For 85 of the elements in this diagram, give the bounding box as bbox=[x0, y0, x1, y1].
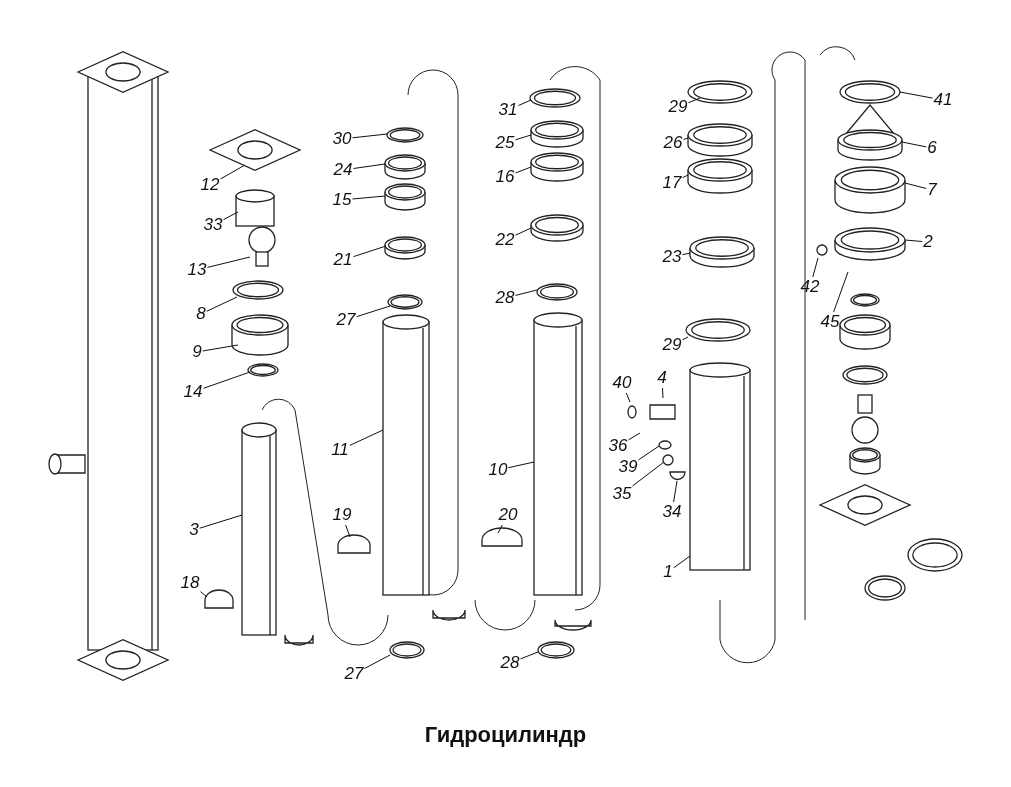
leader-line bbox=[899, 91, 933, 99]
leader-line bbox=[901, 141, 927, 148]
leader-line bbox=[673, 555, 691, 569]
callout-number: 28 bbox=[495, 289, 515, 307]
callout-number: 13 bbox=[187, 261, 207, 279]
callout-number: 23 bbox=[662, 248, 682, 266]
leader-line bbox=[625, 392, 631, 403]
callout-number: 39 bbox=[618, 458, 638, 476]
leader-line bbox=[518, 99, 532, 106]
leader-line bbox=[904, 182, 927, 189]
drawing-caption: Гидроцилиндр bbox=[423, 722, 588, 748]
leader-line bbox=[812, 257, 819, 278]
callout-number: 4 bbox=[657, 369, 667, 387]
callout-number: 12 bbox=[200, 176, 220, 194]
callout-number: 2 bbox=[923, 233, 933, 251]
leader-line bbox=[515, 166, 532, 174]
callout-number: 15 bbox=[332, 191, 352, 209]
leader-line bbox=[353, 163, 386, 169]
callout-number: 1 bbox=[663, 563, 673, 581]
leader-line bbox=[220, 164, 246, 180]
leader-line bbox=[497, 524, 503, 534]
leader-line bbox=[349, 429, 384, 446]
leader-line bbox=[688, 97, 701, 104]
callout-number: 11 bbox=[331, 441, 349, 459]
leader-line bbox=[508, 461, 535, 469]
callout-number: 27 bbox=[336, 311, 356, 329]
leader-line bbox=[345, 524, 351, 538]
callout-number: 31 bbox=[498, 101, 518, 119]
leader-line bbox=[203, 371, 251, 389]
callout-number: 22 bbox=[495, 231, 515, 249]
callout-number: 40 bbox=[612, 374, 632, 392]
leader-line bbox=[520, 651, 539, 660]
leader-line bbox=[206, 296, 238, 312]
callout-number: 18 bbox=[180, 574, 200, 592]
callout-number: 36 bbox=[608, 437, 628, 455]
leader-line bbox=[515, 227, 532, 236]
leader-line bbox=[682, 252, 691, 256]
callout-number: 8 bbox=[196, 305, 206, 323]
callout-number: 45 bbox=[820, 313, 840, 331]
callout-number: 29 bbox=[668, 98, 688, 116]
callout-number: 28 bbox=[500, 654, 520, 672]
leader-line bbox=[682, 174, 689, 179]
leader-line bbox=[353, 245, 387, 258]
leader-line bbox=[628, 432, 641, 441]
callout-number: 9 bbox=[192, 343, 202, 361]
leader-line bbox=[638, 445, 660, 461]
leader-line bbox=[207, 256, 251, 268]
leader-line bbox=[662, 387, 664, 399]
callout-number: 17 bbox=[662, 174, 682, 192]
callout-number: 21 bbox=[333, 251, 353, 269]
callout-number: 24 bbox=[333, 161, 353, 179]
callout-number: 26 bbox=[663, 134, 683, 152]
callout-number: 27 bbox=[344, 665, 364, 683]
callout-number: 16 bbox=[495, 168, 515, 186]
callout-number: 35 bbox=[612, 485, 632, 503]
leader-line bbox=[673, 480, 678, 503]
leader-line bbox=[356, 305, 391, 318]
leader-line bbox=[364, 654, 391, 669]
callout-number: 30 bbox=[332, 130, 352, 148]
leader-line bbox=[683, 137, 689, 140]
leader-line bbox=[904, 239, 923, 242]
callout-number: 20 bbox=[498, 506, 518, 524]
callout-number: 14 bbox=[183, 383, 203, 401]
leader-line bbox=[515, 134, 532, 141]
leader-line bbox=[202, 344, 239, 352]
callout-number: 10 bbox=[488, 461, 508, 479]
callout-number: 19 bbox=[332, 506, 352, 524]
callout-number: 42 bbox=[800, 278, 820, 296]
callout-number: 33 bbox=[203, 216, 223, 234]
leader-line bbox=[515, 289, 538, 296]
leader-line bbox=[833, 271, 849, 313]
leader-line bbox=[200, 591, 208, 598]
callout-number: 34 bbox=[662, 503, 682, 521]
leader-line bbox=[199, 514, 243, 529]
leader-line bbox=[352, 195, 386, 200]
leader-line bbox=[352, 133, 388, 139]
callout-number: 29 bbox=[662, 336, 682, 354]
leader-line bbox=[223, 211, 239, 221]
callout-number: 25 bbox=[495, 134, 515, 152]
callout-number: 41 bbox=[933, 91, 953, 109]
leader-line bbox=[632, 461, 665, 487]
callout-number: 6 bbox=[927, 139, 937, 157]
callout-number: 7 bbox=[927, 181, 937, 199]
callout-number: 3 bbox=[189, 521, 199, 539]
leader-line bbox=[682, 336, 689, 341]
